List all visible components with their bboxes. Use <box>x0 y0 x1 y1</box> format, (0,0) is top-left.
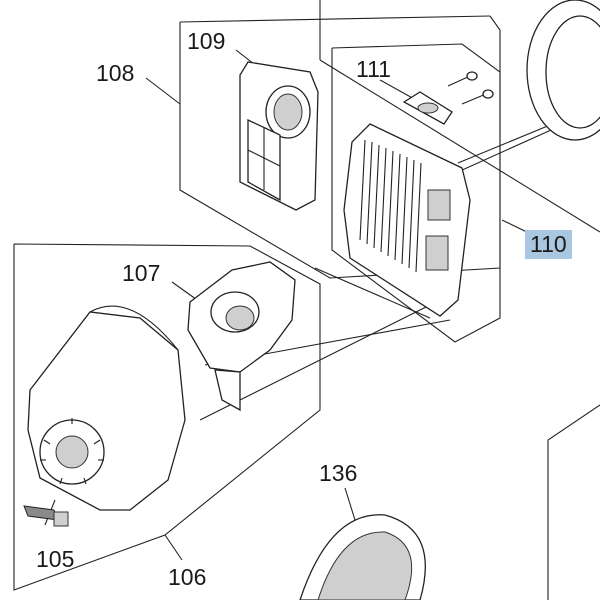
leader-111 <box>379 79 417 101</box>
leader-136 <box>344 487 356 521</box>
partial-ring-top-right <box>526 0 600 141</box>
callout-109: 109 <box>187 28 226 54</box>
part-110-filter-housing <box>343 123 471 317</box>
projection-line-3 <box>314 267 431 319</box>
callout-106: 106 <box>168 564 207 590</box>
group-bracket-106 <box>13 243 321 591</box>
part-105-brush <box>23 505 69 527</box>
callout-108: 108 <box>96 60 135 86</box>
part-106-main-casing <box>27 305 186 511</box>
part-109-filter-cover <box>239 61 319 211</box>
projection-line-5 <box>457 124 551 164</box>
group-bracket-110 <box>331 43 501 343</box>
partial-frame-bottom-right <box>547 404 600 600</box>
leader-106 <box>164 534 183 561</box>
part-136-wheel <box>299 514 426 600</box>
part-111-gasket-and-screws <box>402 71 494 125</box>
callout-105: 105 <box>36 546 75 572</box>
leader-diagonal-top <box>319 59 600 233</box>
leader-108 <box>145 77 181 105</box>
group-bracket-108-top <box>179 15 491 23</box>
callout-110: 110 <box>525 230 572 259</box>
callout-107: 107 <box>122 260 161 286</box>
callout-111: 111 <box>356 56 391 82</box>
part-107-fan-shroud <box>187 261 296 412</box>
callout-136: 136 <box>319 460 358 486</box>
